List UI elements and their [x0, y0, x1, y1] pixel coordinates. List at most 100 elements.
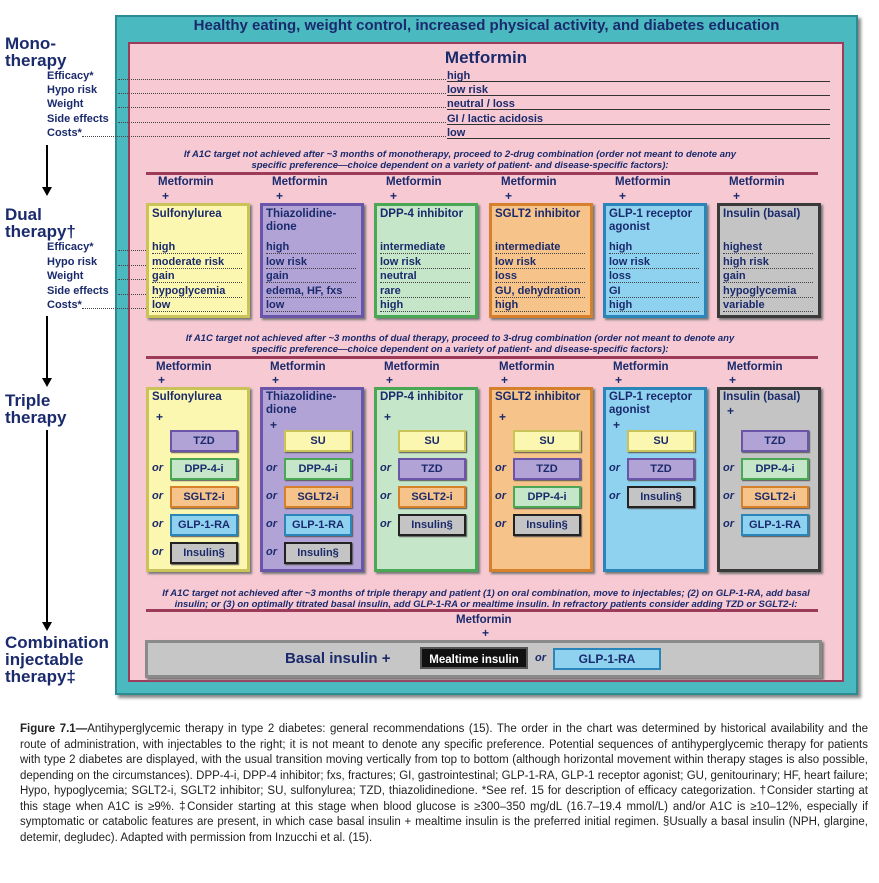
- dual-value-dotted-line: [152, 253, 242, 254]
- triple-or: or: [266, 490, 277, 502]
- dual-value: low risk: [609, 256, 650, 268]
- dual-value: edema, HF, fxs: [266, 285, 343, 297]
- label-triple-therapy: Triple therapy: [5, 391, 67, 427]
- mono-row-label: Efficacy*: [47, 70, 94, 82]
- dual-value-dotted-line: [723, 268, 813, 269]
- triple-or: or: [723, 462, 734, 474]
- triple-or: or: [495, 518, 506, 530]
- dual-value-dotted-line: [609, 253, 699, 254]
- dual-metformin-head: Metformin: [615, 176, 671, 188]
- dual-value-dotted-line: [495, 253, 585, 254]
- dual-row-label: Side effects: [47, 285, 109, 297]
- dual-metformin-head: Metformin: [501, 176, 557, 188]
- triple-box-plus: +: [613, 418, 621, 432]
- dual-box: [260, 203, 364, 318]
- mono-value: GI / lactic acidosis: [447, 113, 543, 125]
- mono-row-label: Costs*: [47, 127, 82, 139]
- dual-value: intermediate: [380, 241, 446, 253]
- dual-value: high: [495, 299, 519, 311]
- dual-value-dotted-line: [609, 282, 699, 283]
- triple-or: or: [495, 462, 506, 474]
- triple-box-title: Insulin (basal): [723, 391, 801, 403]
- dual-value: hypoglycemia: [723, 285, 797, 297]
- mono-value: low: [447, 127, 466, 139]
- combo-metformin: Metformin: [456, 614, 512, 626]
- mono-value: high: [447, 70, 471, 82]
- separator-combo: [146, 609, 818, 612]
- dual-box-title: SGLT2 inhibitor: [495, 208, 581, 220]
- triple-or: or: [266, 518, 277, 530]
- dual-plus: +: [276, 189, 284, 203]
- dual-metformin-head: Metformin: [386, 176, 442, 188]
- separator-dual: [146, 172, 818, 175]
- dual-value: high: [380, 299, 404, 311]
- triple-option-pill: GLP-1-RA: [284, 514, 352, 536]
- triple-or: or: [152, 546, 163, 558]
- arrow-dual-to-triple: [46, 316, 48, 378]
- dual-box: [146, 203, 250, 318]
- dual-row-dotted-leader: [118, 294, 146, 295]
- label-dual-therapy: Dual therapy†: [5, 205, 76, 241]
- dual-value: GI: [609, 285, 621, 297]
- dual-value: gain: [152, 270, 175, 282]
- triple-option-pill: Insulin§: [398, 514, 466, 536]
- triple-option-pill: SGLT2-i: [170, 486, 238, 508]
- triple-option-pill: Insulin§: [170, 542, 238, 564]
- triple-box-plus: +: [384, 410, 392, 424]
- dual-value: variable: [723, 299, 765, 311]
- dual-value-dotted-line: [380, 282, 470, 283]
- triple-option-pill: TZD: [741, 430, 809, 452]
- triple-plus: +: [386, 373, 394, 387]
- dual-value: low: [152, 299, 171, 311]
- dual-value-dotted-line: [380, 268, 470, 269]
- dual-row-dotted-leader: [118, 250, 146, 251]
- triple-box-title: SGLT2 inhibitor: [495, 391, 581, 403]
- triple-plus: +: [729, 373, 737, 387]
- triple-or: or: [723, 490, 734, 502]
- triple-option-pill: GLP-1-RA: [170, 514, 238, 536]
- dual-value: high: [152, 241, 176, 253]
- caption-figure-number: Figure 7.1—: [20, 723, 88, 735]
- dual-row-label: Weight: [47, 270, 84, 282]
- mono-row-dotted-leader: [118, 122, 446, 123]
- mono-row-dotted-leader: [118, 93, 446, 94]
- triple-or: or: [152, 462, 163, 474]
- triple-box-title: GLP-1 receptor agonist: [609, 391, 693, 416]
- dual-value-dotted-line: [723, 282, 813, 283]
- dual-value: low risk: [495, 256, 536, 268]
- triple-option-pill: DPP-4-i: [170, 458, 238, 480]
- mono-row-dotted-leader: [82, 136, 446, 137]
- mono-title: Metformin: [444, 48, 528, 67]
- triple-option-pill: SU: [284, 430, 352, 452]
- dual-value: gain: [723, 270, 746, 282]
- triple-option-pill: SGLT2-i: [741, 486, 809, 508]
- dual-value: hypoglycemia: [152, 285, 226, 297]
- dual-value-dotted-line: [266, 253, 356, 254]
- arrowhead-dual-to-triple: [42, 378, 52, 387]
- dual-value-dotted-line: [380, 297, 470, 298]
- triple-option-pill: SU: [627, 430, 695, 452]
- triple-box-plus: +: [156, 410, 164, 424]
- dual-value: high: [609, 241, 633, 253]
- note-dual-therapy: If A1C target not achieved after ~3 mont…: [185, 333, 735, 355]
- triple-or: or: [380, 490, 391, 502]
- dual-metformin-head: Metformin: [729, 176, 785, 188]
- triple-box-plus: +: [499, 410, 507, 424]
- mono-row-label: Hypo risk: [47, 84, 98, 96]
- triple-option-pill: Insulin§: [513, 514, 581, 536]
- dual-plus: +: [390, 189, 398, 203]
- dual-value: high: [609, 299, 633, 311]
- triple-or: or: [152, 490, 163, 502]
- dual-value-dotted-line: [609, 297, 699, 298]
- dual-value-dotted-line: [723, 311, 813, 312]
- triple-or: or: [609, 490, 620, 502]
- triple-box-title: Sulfonylurea: [152, 391, 222, 403]
- dual-value-dotted-line: [495, 268, 585, 269]
- dual-box-title: Thiazolidine-dione: [266, 208, 337, 233]
- dual-value-dotted-line: [380, 253, 470, 254]
- dual-metformin-head: Metformin: [158, 176, 214, 188]
- mono-value: neutral / loss: [447, 98, 515, 110]
- triple-option-pill: SU: [398, 430, 466, 452]
- metformin-panel: [128, 42, 844, 682]
- dual-value-dotted-line: [152, 311, 242, 312]
